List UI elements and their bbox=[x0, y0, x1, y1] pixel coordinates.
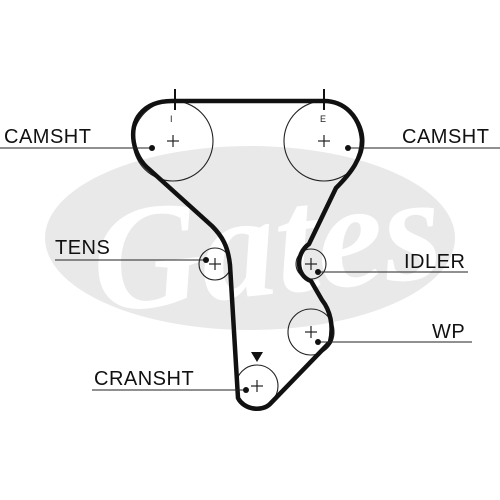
dot-camshaft-right bbox=[345, 145, 351, 151]
cross-tensioner bbox=[209, 258, 221, 270]
cross-camshaft-right bbox=[318, 135, 330, 147]
label-idler: IDLER bbox=[404, 251, 465, 273]
crank-timing-arrow bbox=[251, 352, 263, 362]
intake-mark-label: I bbox=[170, 114, 173, 124]
label-camsht-left: CAMSHT bbox=[4, 126, 91, 148]
pulley-centers bbox=[167, 135, 330, 392]
exhaust-mark-label: E bbox=[320, 114, 326, 124]
brand-watermark: Gates bbox=[45, 143, 455, 345]
water-pump-pulley bbox=[287, 308, 335, 356]
cross-idler bbox=[305, 258, 317, 270]
label-cransht: CRANSHT bbox=[94, 368, 194, 390]
contact-dots bbox=[149, 145, 351, 393]
cross-camshaft-left bbox=[167, 135, 179, 147]
leader-lines bbox=[0, 147, 500, 391]
dot-idler bbox=[315, 269, 321, 275]
component-labels: CAMSHT CAMSHT TENS IDLER WP CRANSHT bbox=[4, 126, 489, 390]
label-tens: TENS bbox=[55, 237, 110, 259]
dot-camshaft-left bbox=[149, 145, 155, 151]
dot-tensioner bbox=[203, 257, 209, 263]
timing-marks: I E bbox=[170, 89, 326, 362]
label-camsht-right: CAMSHT bbox=[402, 126, 489, 148]
cross-water-pump bbox=[305, 326, 317, 338]
watermark-logo-text: Gates bbox=[84, 143, 449, 345]
dot-crankshaft bbox=[243, 387, 249, 393]
label-wp: WP bbox=[432, 321, 465, 343]
cross-crankshaft bbox=[251, 380, 263, 392]
watermark-ellipse bbox=[45, 146, 455, 330]
dot-water-pump bbox=[315, 339, 321, 345]
